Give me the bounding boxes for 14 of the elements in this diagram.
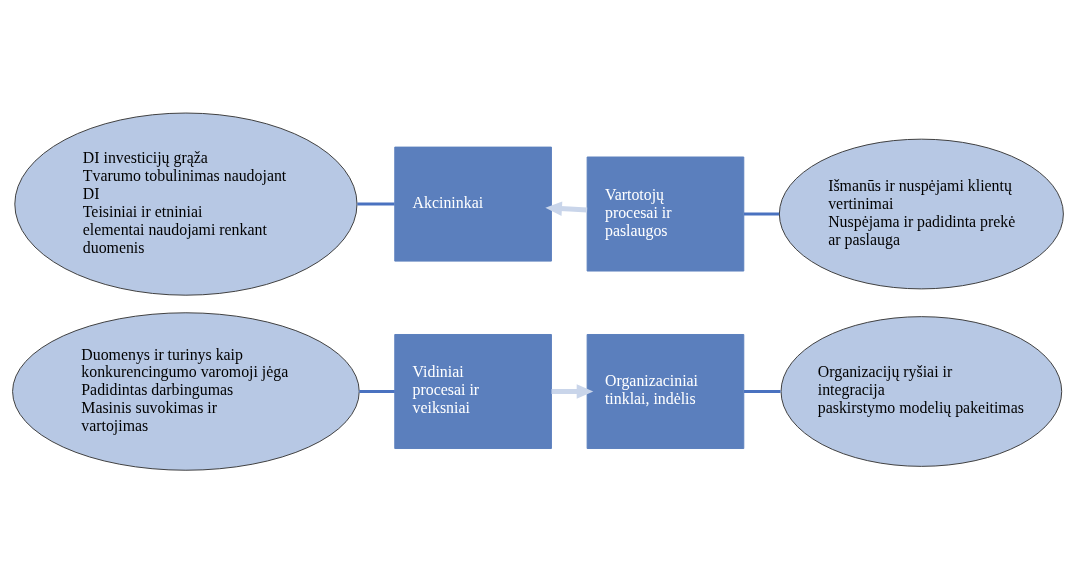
connector <box>744 390 781 393</box>
node-box: Akcininkai <box>394 146 552 262</box>
node-ellipse: Duomenys ir turinys kaip konkurencingumo varomoji jėga Padidintas darbingumas Masinis suvokimas ir vartojimas <box>12 312 360 471</box>
connector <box>744 212 780 216</box>
connector <box>357 202 395 206</box>
arrow <box>551 384 594 399</box>
arrow <box>545 201 588 216</box>
connector <box>359 390 395 393</box>
node-box: Vidiniai procesai ir veiksniai <box>394 334 552 449</box>
node-ellipse: DI investicijų grąža Tvarumo tobulinimas naudojant DI Teisiniai ir etniniai elementai naudojami renkant duomenis <box>14 112 358 296</box>
node-ellipse: Išmanūs ir nuspėjami klientų vertinimai Nuspėjama ir padidinta prekė ar paslauga <box>778 138 1064 290</box>
node-box: Organizaciniai tinklai, indėlis <box>586 334 745 449</box>
node-box: Vartotojų procesai ir paslaugos <box>586 156 745 272</box>
node-ellipse: Organizacijų ryšiai ir integracija paskirstymo modelių pakeitimas <box>780 316 1063 467</box>
